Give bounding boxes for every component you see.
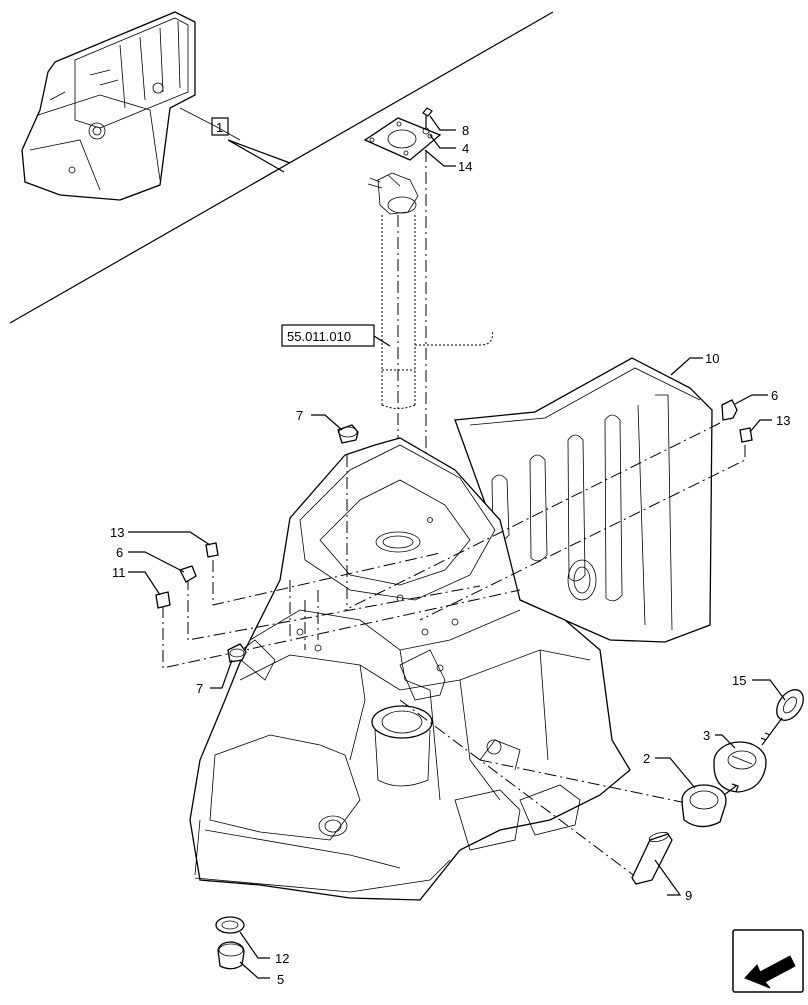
callout-13-right: 13 — [776, 413, 790, 428]
drain-plug — [215, 916, 245, 970]
callout-numbers: 8 4 14 10 6 13 7 13 6 11 7 15 3 2 9 12 5 — [110, 123, 790, 987]
reference-box: 55.011.010 — [281, 324, 391, 347]
filler-neck — [371, 705, 433, 739]
callout-6-left: 6 — [116, 545, 123, 560]
inset-divider-line — [9, 11, 554, 324]
callout-3: 3 — [703, 728, 710, 743]
ref-box-label: 55.011.010 — [287, 329, 351, 344]
arrow-back-icon[interactable] — [732, 929, 804, 993]
sender-gasket — [363, 117, 442, 161]
callout-8: 8 — [462, 123, 469, 138]
sender-screw — [422, 107, 433, 128]
callout-6-right: 6 — [771, 388, 778, 403]
callout-10: 10 — [705, 351, 719, 366]
drain-washer — [215, 916, 245, 934]
inset-ref-box — [211, 117, 229, 136]
inset-tank-outline — [21, 11, 196, 201]
leader-lines — [162, 422, 746, 881]
tank-main-body — [189, 437, 631, 901]
callout-11: 11 — [112, 565, 126, 580]
nut-left — [205, 542, 219, 558]
clip-right — [721, 399, 738, 421]
callout-leaders — [128, 115, 786, 979]
callout-14: 14 — [458, 159, 472, 174]
plug-bottom — [227, 643, 247, 663]
callout-9: 9 — [685, 888, 692, 903]
callout-7-bottom: 7 — [196, 681, 203, 696]
sender-washer — [422, 127, 430, 135]
callout-15: 15 — [732, 673, 746, 688]
plug-top — [337, 424, 359, 444]
callout-5: 5 — [277, 972, 284, 987]
callout-12: 12 — [275, 951, 289, 966]
inset-overview: 1 — [9, 11, 554, 324]
drain-plug-body — [217, 941, 245, 970]
ref-box-frame — [281, 324, 375, 347]
callout-13-left: 13 — [110, 525, 124, 540]
fasteners — [155, 399, 753, 663]
filler-tube — [631, 833, 673, 885]
callout-4: 4 — [462, 141, 469, 156]
cap-key — [776, 689, 804, 721]
assembly-arrow — [723, 783, 739, 796]
nut-right — [739, 427, 753, 443]
fuel-level-sender — [363, 107, 493, 540]
clip-left-lower — [155, 591, 171, 609]
inset-ref-label: 1 — [216, 120, 223, 135]
sender-port — [375, 531, 421, 553]
callout-2: 2 — [643, 751, 650, 766]
clip-left — [179, 565, 197, 583]
fuel-tank — [189, 357, 713, 901]
callout-7-top: 7 — [296, 408, 303, 423]
filler-cap-assembly — [631, 689, 804, 885]
